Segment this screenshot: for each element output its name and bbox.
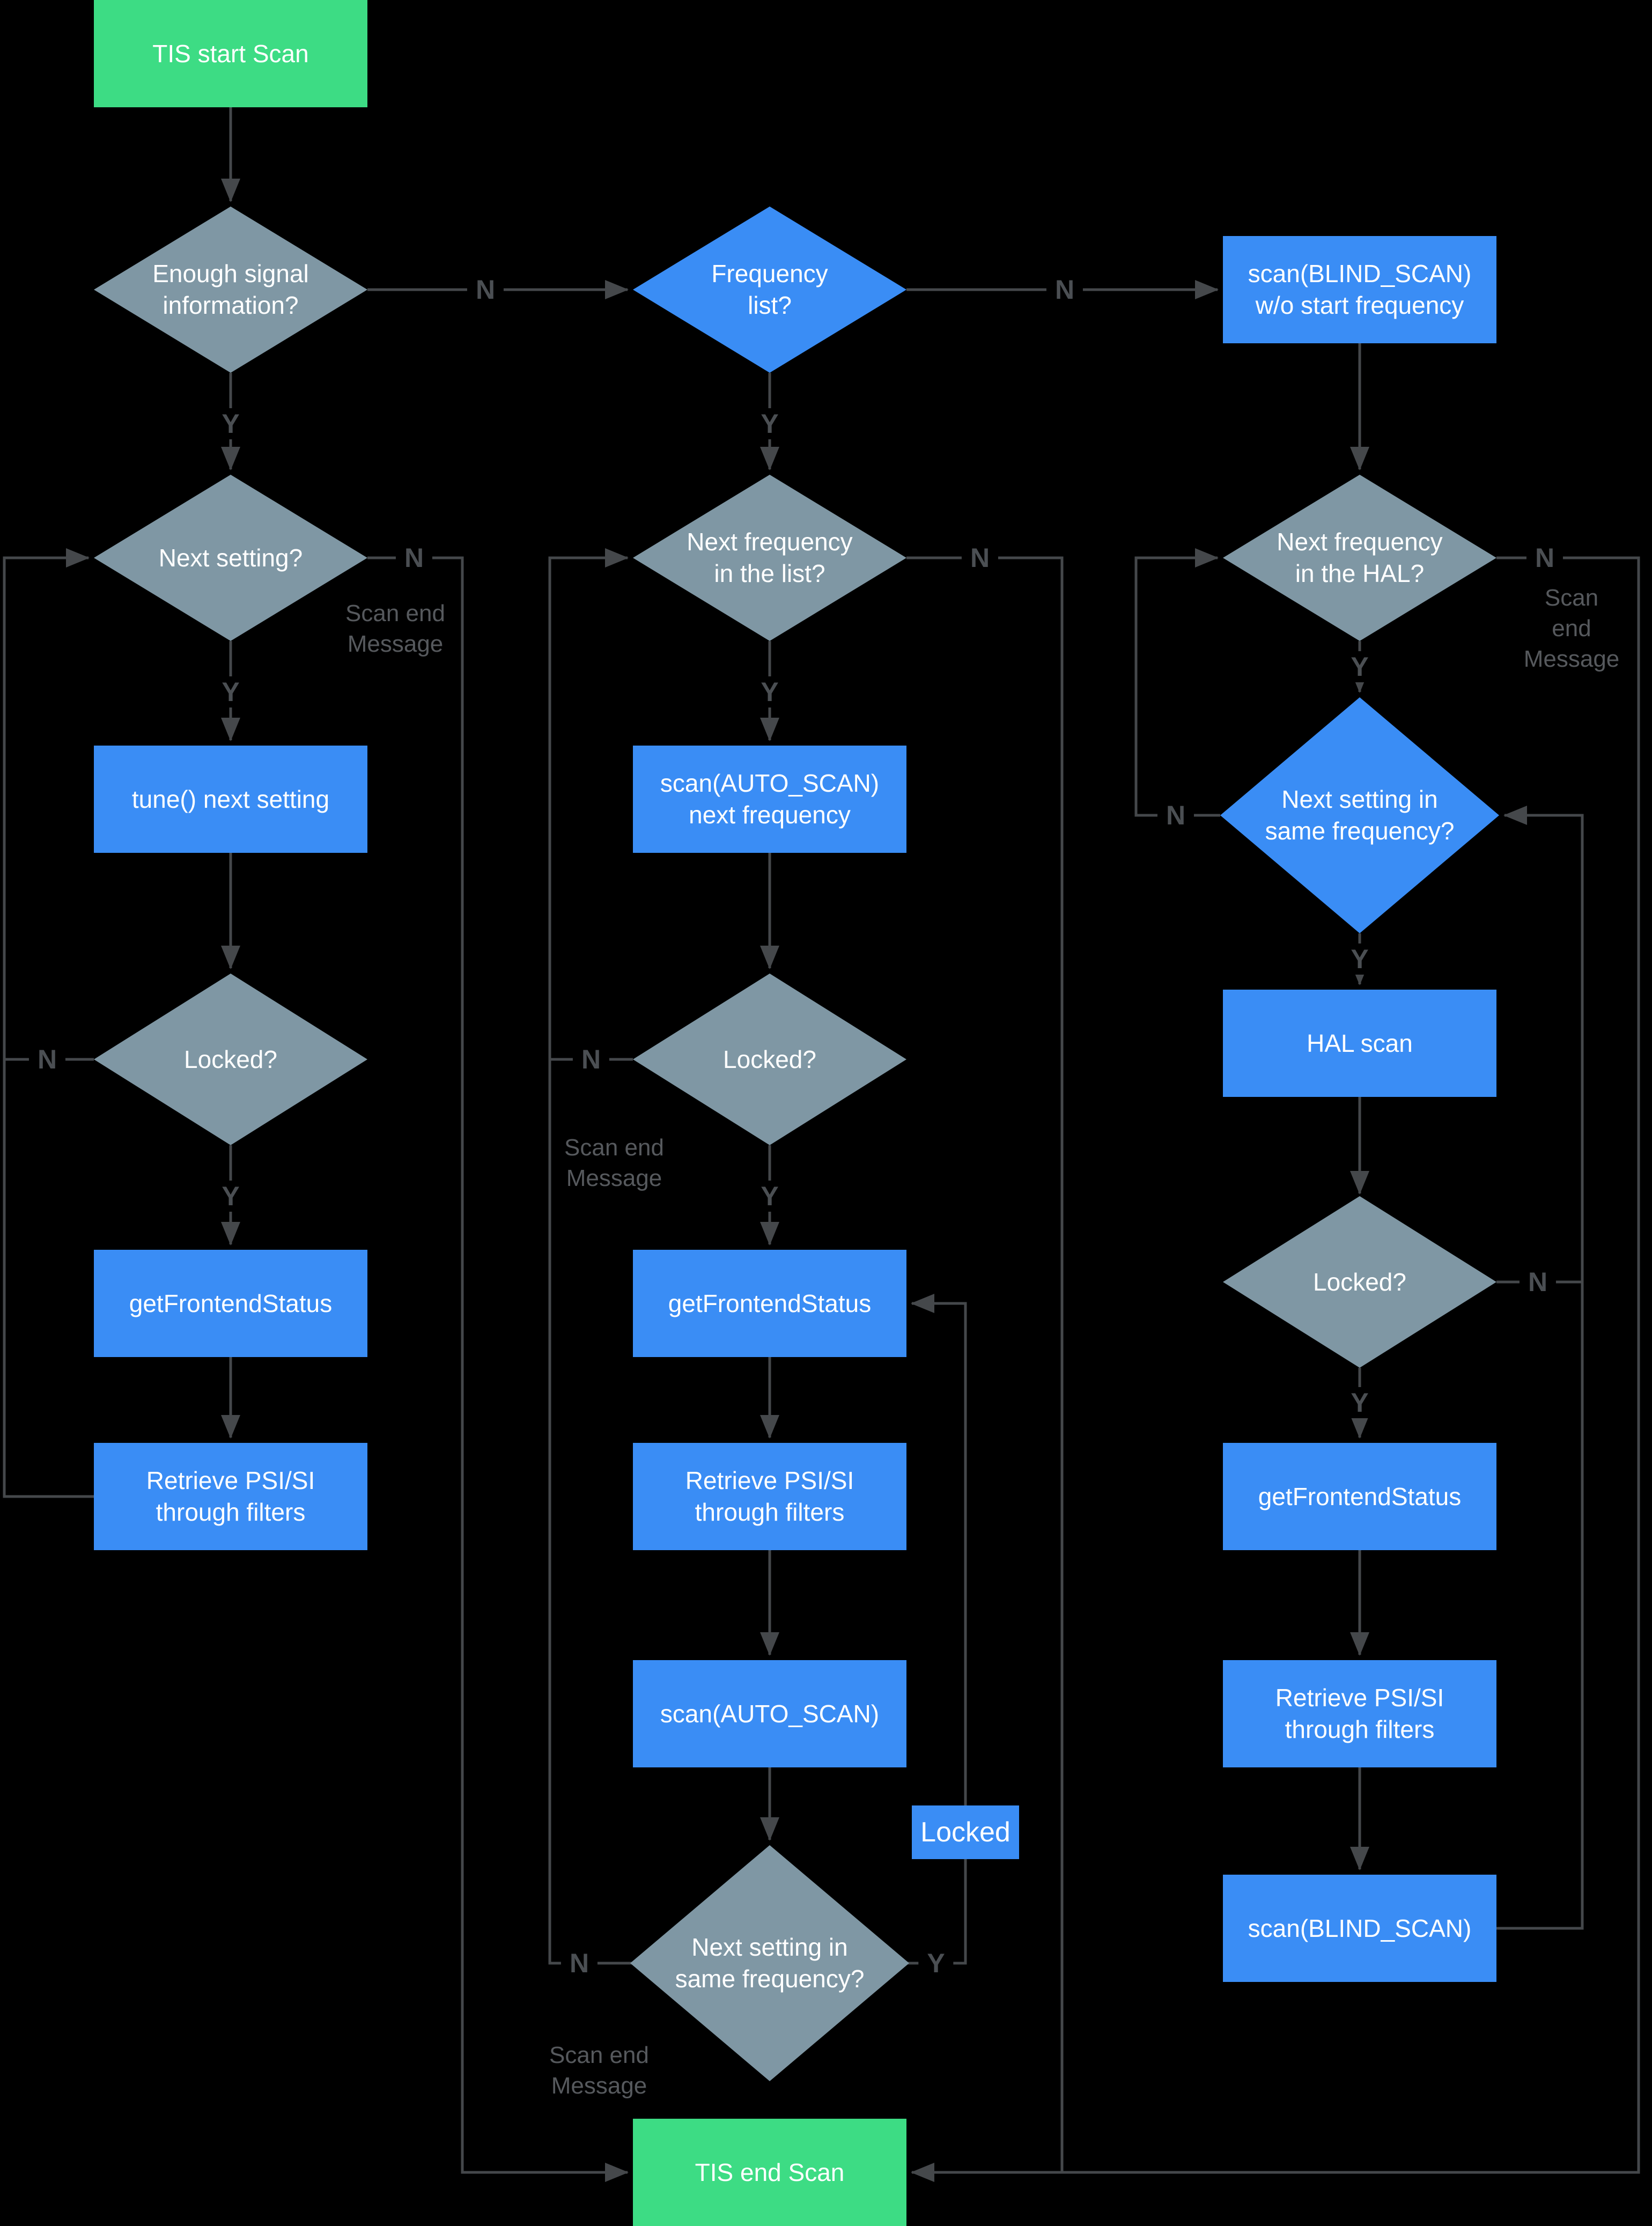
branch-label-no-next-freq-hal: N [1526, 542, 1564, 573]
branch-label-yes-next-freq-hal: Y [1342, 651, 1377, 682]
branch-label-no-next-freq-list: N [961, 542, 999, 573]
edge-next-freq-list-no-down [906, 556, 1064, 2172]
edge-scan-blind-loop-to-same-freq-hal [1496, 806, 1584, 1930]
branch-label-no-next-setting: N [395, 542, 433, 573]
branch-label-yes-locked3: Y [1342, 1387, 1377, 1418]
process-get-frontend-status-col3: getFrontendStatus [1223, 1443, 1496, 1550]
branch-label-yes-locked1: Y [213, 1181, 248, 1212]
process-scan-auto: scan(AUTO_SCAN) [633, 1660, 906, 1767]
process-retrieve-psi-si-col2: Retrieve PSI/SI through filters [633, 1443, 906, 1550]
edge-same-freq-hal-no-loop [1134, 548, 1220, 817]
process-scan-blind: scan(BLIND_SCAN) [1223, 1875, 1496, 1982]
branch-label-yes-locked2: Y [752, 1181, 787, 1212]
branch-label-no-locked3: N [1519, 1266, 1557, 1298]
edge-same-freq-list-yes-locked-loop [906, 1294, 967, 1965]
process-get-frontend-status-col2: getFrontendStatus [633, 1250, 906, 1357]
branch-label-yes-same-freq-hal: Y [1342, 944, 1377, 975]
process-get-frontend-status-col1: getFrontendStatus [94, 1250, 367, 1357]
branch-label-yes-enough-signal: Y [213, 408, 248, 439]
branch-label-no-locked1: N [28, 1044, 66, 1075]
note-scan-end-next-freq-hal: Scan end Message [1523, 585, 1620, 673]
branch-label-no-locked2: N [572, 1044, 610, 1075]
process-tune-next-setting: tune() next setting [94, 746, 367, 853]
edge-tag-locked: Locked [912, 1805, 1019, 1859]
branch-label-no-frequency-list: N [1046, 274, 1083, 305]
branch-label-no-same-freq-list: N [560, 1948, 598, 1979]
process-scan-blind-without-start-frequency: scan(BLIND_SCAN) w/o start frequency [1223, 236, 1496, 343]
branch-label-yes-same-freq-list: Y [918, 1948, 954, 1979]
edge-same-freq-list-no-loop [548, 548, 633, 1965]
process-hal-scan: HAL scan [1223, 990, 1496, 1097]
branch-label-yes-next-setting: Y [213, 676, 248, 707]
branch-label-yes-frequency-list: Y [752, 408, 787, 439]
process-scan-auto-next-frequency: scan(AUTO_SCAN) next frequency [633, 746, 906, 853]
branch-label-no-enough-signal: N [467, 274, 504, 305]
process-retrieve-psi-si-col1: Retrieve PSI/SI through filters [94, 1443, 367, 1550]
edge-retrieve1-loop-to-next-setting [3, 548, 94, 1498]
edge-next-setting-no-to-end [367, 556, 629, 2182]
terminal-tis-start-scan: TIS start Scan [94, 0, 367, 107]
note-scan-end-next-setting: Scan end Message [345, 600, 445, 657]
terminal-tis-end-scan: TIS end Scan [633, 2119, 906, 2226]
branch-label-no-same-freq-hal: N [1157, 800, 1194, 831]
note-scan-end-same-freq-list: Scan end Message [549, 2041, 649, 2099]
edge-next-freq-hal-no-to-end [911, 556, 1640, 2182]
note-scan-end-locked2: Scan end Message [564, 1134, 664, 1191]
branch-label-yes-next-freq-list: Y [752, 676, 787, 707]
process-retrieve-psi-si-col3: Retrieve PSI/SI through filters [1223, 1660, 1496, 1767]
